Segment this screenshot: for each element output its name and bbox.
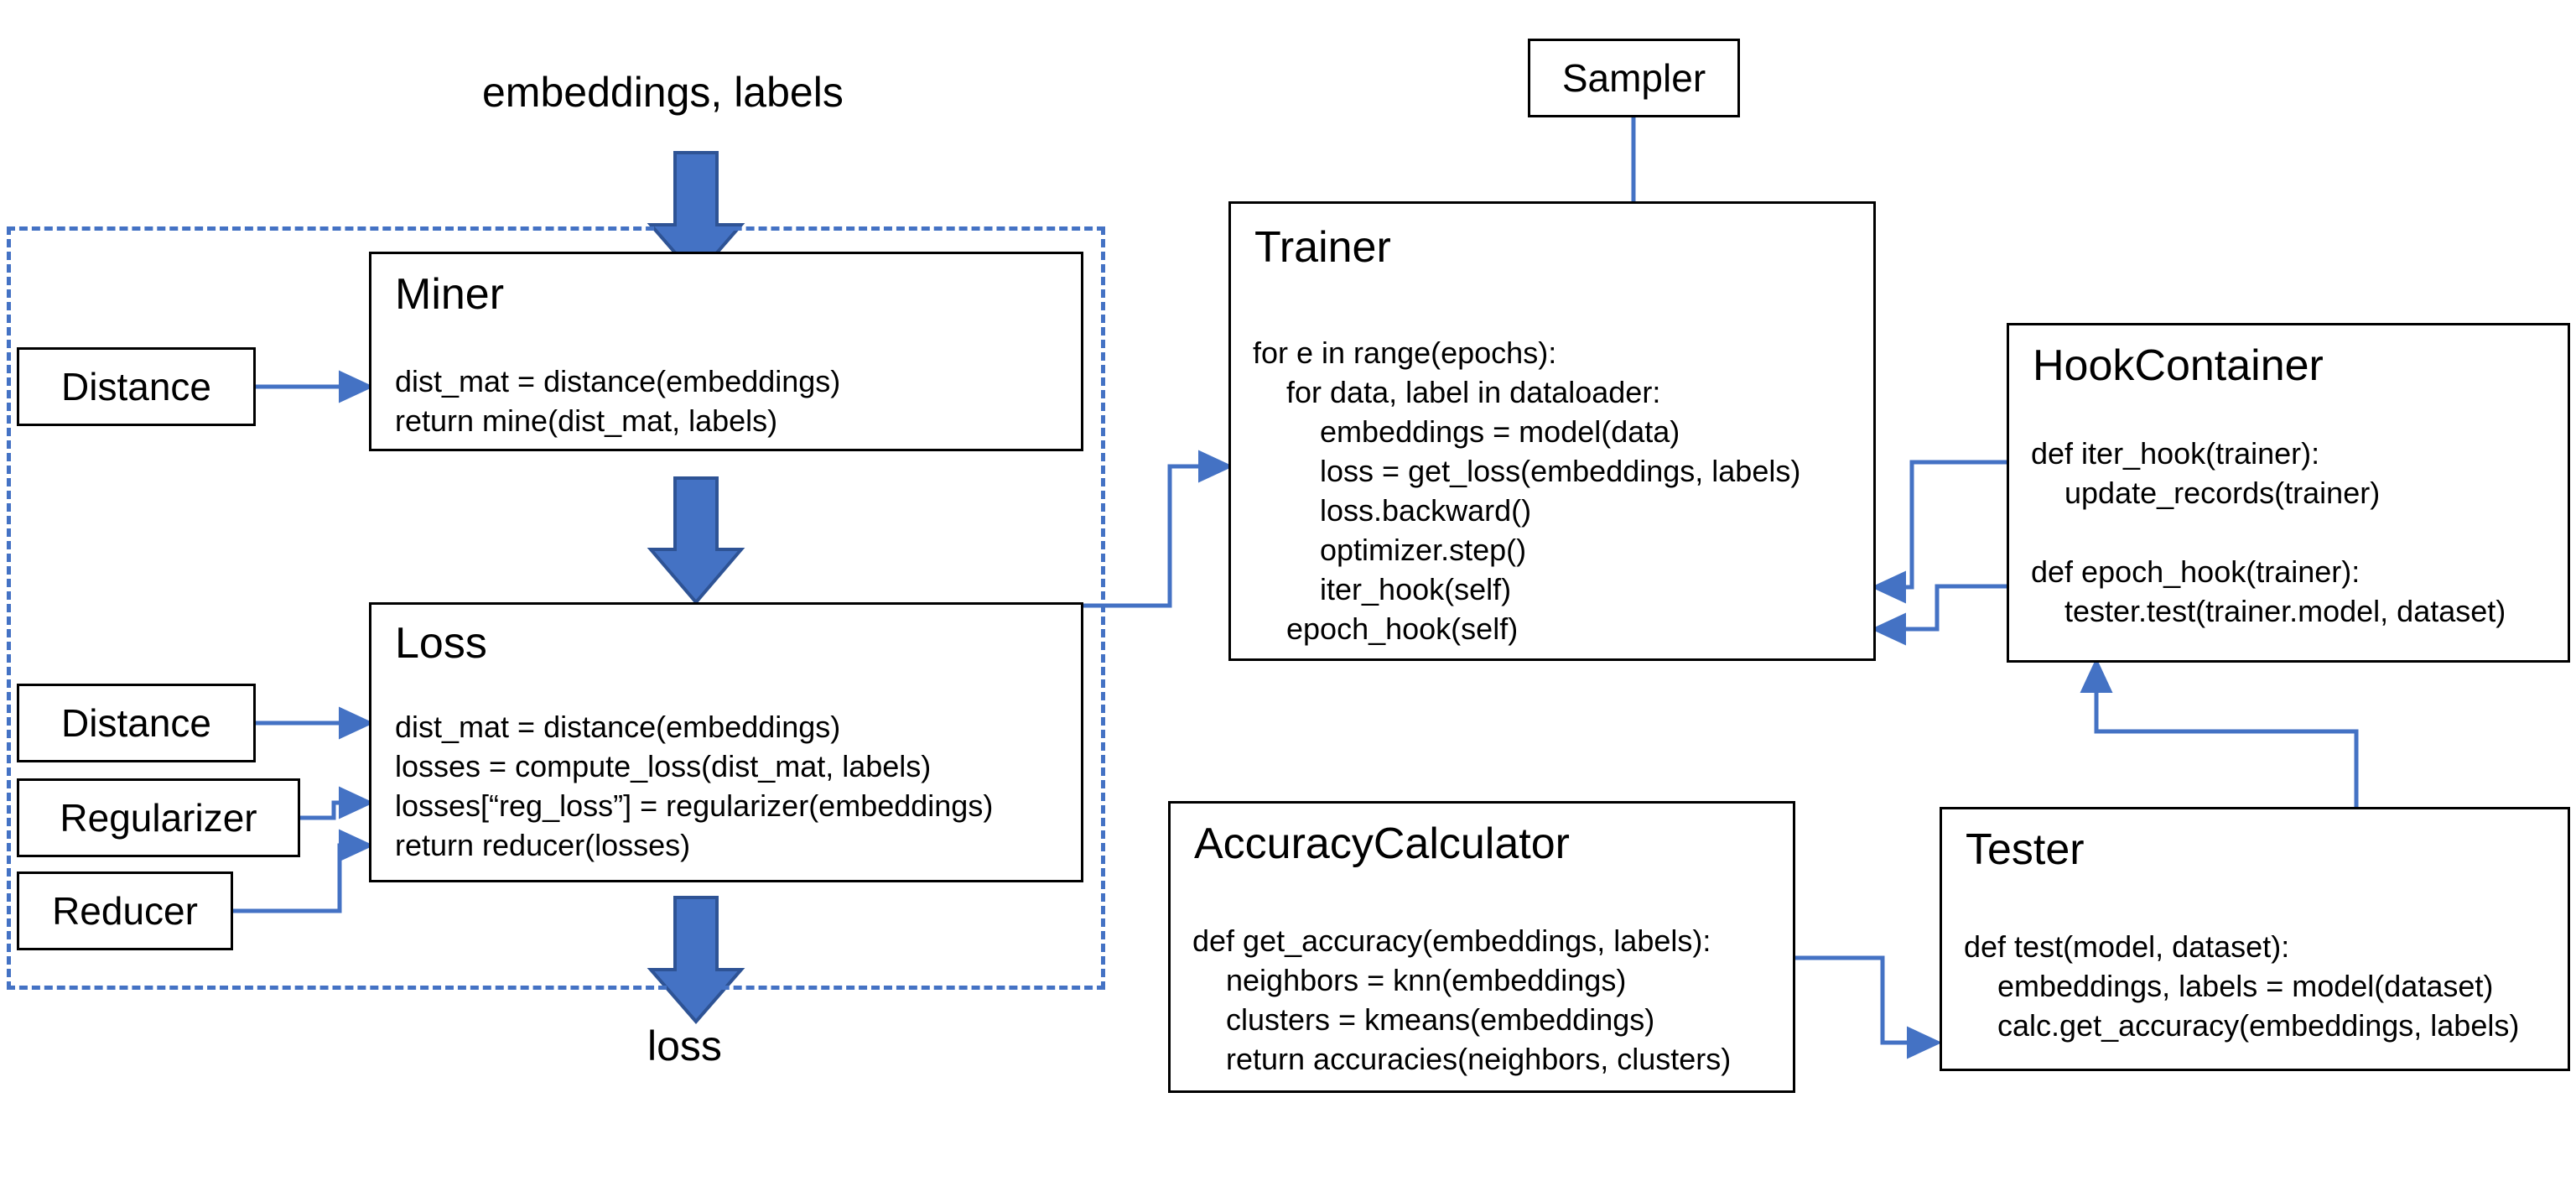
connector-loss-to-output (647, 896, 745, 1025)
accuracycalculator-title: AccuracyCalculator (1194, 819, 1570, 868)
accuracycalculator-box[interactable]: AccuracyCalculator def get_accuracy(embe… (1168, 801, 1795, 1093)
connector-epochhook-to-trainer (1870, 584, 2007, 646)
accuracycalculator-code: def get_accuracy(embeddings, labels): ne… (1192, 923, 1732, 1076)
distance-box-loss[interactable]: Distance (17, 684, 256, 762)
loss-box[interactable]: Loss dist_mat = distance(embeddings) los… (369, 602, 1083, 882)
connector-regularizer-to-loss (300, 786, 375, 820)
tester-code: def test(model, dataset): embeddings, la… (1964, 929, 2520, 1043)
tester-title: Tester (1966, 825, 2085, 874)
loss-code: dist_mat = distance(embeddings) losses =… (395, 710, 994, 862)
connector-tester-to-hookcontainer (2080, 657, 2359, 807)
reducer-label: Reducer (52, 889, 198, 933)
connector-iterhook-to-trainer (1870, 460, 2007, 604)
hookcontainer-box[interactable]: HookContainer def iter_hook(trainer): up… (2007, 323, 2570, 663)
connector-accuracycalculator-to-tester (1794, 955, 1943, 1059)
sampler-box[interactable]: Sampler (1528, 39, 1740, 117)
miner-box[interactable]: Miner dist_mat = distance(embeddings) re… (369, 252, 1083, 451)
trainer-code: for e in range(epochs): for data, label … (1253, 336, 1801, 646)
connector-miner-to-loss (647, 476, 745, 606)
loss-title: Loss (395, 619, 487, 668)
hookcontainer-title: HookContainer (2033, 341, 2324, 390)
tester-box[interactable]: Tester def test(model, dataset): embeddi… (1940, 807, 2570, 1071)
hookcontainer-code: def iter_hook(trainer): update_records(t… (2031, 436, 2506, 628)
miner-code: dist_mat = distance(embeddings) return m… (395, 364, 841, 438)
input-label: embeddings, labels (482, 69, 844, 116)
trainer-title: Trainer (1254, 223, 1391, 272)
trainer-box[interactable]: Trainer for e in range(epochs): for data… (1228, 201, 1876, 661)
distance-loss-label: Distance (61, 701, 211, 745)
reducer-box[interactable]: Reducer (17, 871, 233, 950)
connector-lossgroup-to-trainer (1083, 450, 1234, 608)
distance-box-miner[interactable]: Distance (17, 347, 256, 426)
regularizer-label: Regularizer (60, 796, 257, 840)
output-label: loss (647, 1022, 722, 1069)
miner-title: Miner (395, 270, 505, 319)
distance-miner-label: Distance (61, 365, 211, 408)
sampler-label: Sampler (1561, 56, 1706, 100)
regularizer-box[interactable]: Regularizer (17, 778, 300, 857)
